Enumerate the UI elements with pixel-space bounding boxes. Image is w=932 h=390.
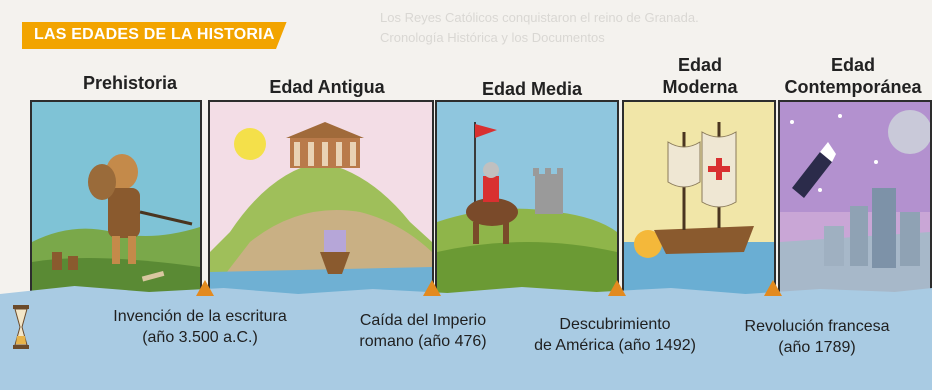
era-title-edad-contemporanea: Edad Contemporánea xyxy=(774,54,932,98)
era-title-line2: Contemporánea xyxy=(784,77,922,97)
event-line2: (año 1789) xyxy=(778,339,856,356)
edad-media-illustration xyxy=(437,122,617,294)
panel-edad-moderna xyxy=(622,100,776,296)
event-line2: (año 3.500 a.C.) xyxy=(142,329,258,346)
timeline-marker-2 xyxy=(423,280,441,296)
flag-icon xyxy=(475,124,497,138)
event-caida-imperio: Caída del Imperio romano (año 476) xyxy=(338,310,508,352)
panel-edad-media xyxy=(435,100,619,296)
era-title-edad-media: Edad Media xyxy=(462,78,602,100)
panel-edad-antigua xyxy=(208,100,434,296)
section-header: LAS EDADES DE LA HISTORIA xyxy=(22,22,287,49)
prehistoria-illustration xyxy=(32,154,200,294)
event-revolucion-francesa: Revolución francesa (año 1789) xyxy=(712,316,922,358)
era-title-edad-antigua: Edad Antigua xyxy=(252,76,402,98)
bleed-line-1: Los Reyes Católicos conquistaron el rein… xyxy=(380,10,699,25)
event-descubrimiento-america: Descubrimiento de América (año 1492) xyxy=(515,314,715,356)
background-bleed-text: Los Reyes Católicos conquistaron el rein… xyxy=(380,8,912,48)
event-line2: de América (año 1492) xyxy=(534,337,696,354)
era-title-line1: Prehistoria xyxy=(82,73,178,93)
shuttle-icon xyxy=(792,142,836,198)
era-title-line1: Edad Antigua xyxy=(269,77,385,97)
timeline-marker-1 xyxy=(196,280,214,296)
event-line1: Revolución francesa xyxy=(744,318,890,335)
edad-antigua-illustration xyxy=(210,122,432,294)
event-line1: Descubrimiento xyxy=(559,316,671,333)
era-title-line2: Moderna xyxy=(662,77,738,97)
era-title-prehistoria: Prehistoria xyxy=(60,72,200,94)
era-title-line1: Edad xyxy=(677,55,722,75)
panel-edad-contemporanea xyxy=(778,100,932,296)
event-invencion-escritura: Invención de la escritura (año 3.500 a.C… xyxy=(90,306,310,348)
timeline-marker-3 xyxy=(608,280,626,296)
timeline-band xyxy=(0,286,932,390)
cross-icon xyxy=(708,158,730,180)
edad-moderna-illustration xyxy=(624,122,774,294)
panel-prehistoria xyxy=(30,100,202,296)
bleed-line-2: Cronología Histórica y los Documentos xyxy=(380,30,605,45)
event-line1: Invención de la escritura xyxy=(113,308,287,325)
event-line2: romano (año 476) xyxy=(359,333,487,350)
timeline-marker-4 xyxy=(764,280,782,296)
event-line1: Caída del Imperio xyxy=(359,312,487,329)
hourglass-icon xyxy=(13,305,29,349)
era-title-edad-moderna: Edad Moderna xyxy=(640,54,760,98)
edad-contemporanea-illustration xyxy=(780,102,930,294)
era-title-line1: Edad xyxy=(830,55,875,75)
era-title-line1: Edad Media xyxy=(481,79,583,99)
